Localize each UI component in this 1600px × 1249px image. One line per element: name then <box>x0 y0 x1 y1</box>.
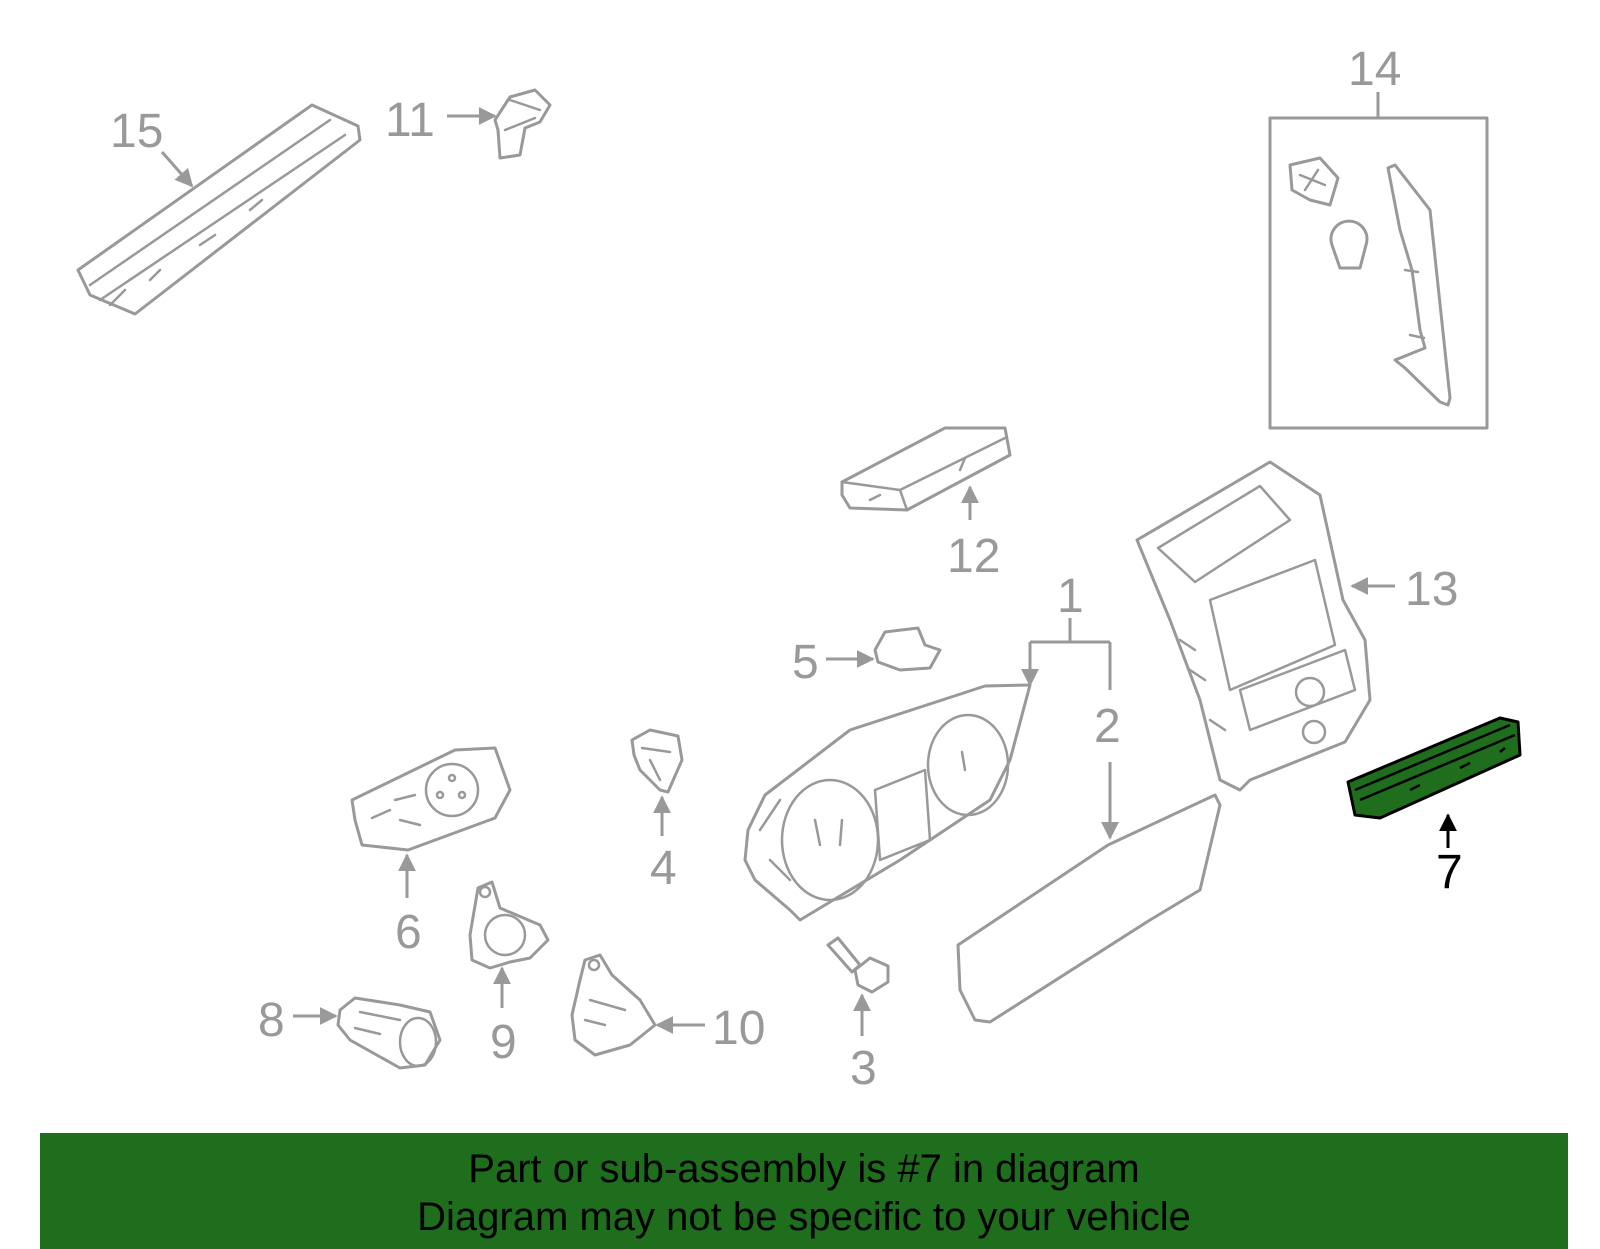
callout-5[interactable]: 5 <box>792 636 819 689</box>
info-banner: Part or sub-assembly is #7 in diagram Di… <box>40 1133 1568 1249</box>
banner-line-1: Part or sub-assembly is #7 in diagram <box>468 1147 1140 1191</box>
part-15-trim-panel[interactable] <box>76 103 362 316</box>
callout-12[interactable]: 12 <box>947 530 1000 583</box>
callout-8[interactable]: 8 <box>258 994 285 1047</box>
callout-14[interactable]: 14 <box>1348 43 1401 96</box>
banner-line-2: Diagram may not be specific to your vehi… <box>417 1195 1191 1239</box>
part-3-bolt[interactable] <box>826 936 890 994</box>
callout-9[interactable]: 9 <box>490 1016 517 1069</box>
part-14-kit-box[interactable] <box>1268 116 1489 430</box>
part-13-center-bezel[interactable] <box>1135 460 1372 792</box>
leader-15 <box>160 151 194 188</box>
part-6-headlamp-switch[interactable] <box>350 746 512 852</box>
part-10-switch-bracket[interactable] <box>570 953 657 1057</box>
part-7-switch-highlighted[interactable] <box>1346 716 1522 820</box>
part-12-module[interactable] <box>840 426 1012 512</box>
part-5-bracket[interactable] <box>873 626 942 672</box>
callout-4[interactable]: 4 <box>650 842 677 895</box>
callout-2[interactable]: 2 <box>1094 700 1121 753</box>
part-2-lens[interactable] <box>956 793 1222 1024</box>
part-4-clip[interactable] <box>630 728 684 794</box>
part-9-switch-bracket[interactable] <box>468 880 550 970</box>
callout-10[interactable]: 10 <box>712 1002 765 1055</box>
part-11-clip[interactable] <box>493 88 552 160</box>
callout-1[interactable]: 1 <box>1057 570 1084 623</box>
callout-3[interactable]: 3 <box>850 1042 877 1095</box>
callout-7[interactable]: 7 <box>1436 846 1463 899</box>
part-8-push-switch[interactable] <box>336 996 442 1070</box>
callout-15[interactable]: 15 <box>110 105 163 158</box>
part-1-instrument-cluster[interactable] <box>743 683 1032 922</box>
callout-13[interactable]: 13 <box>1405 563 1458 616</box>
callout-6[interactable]: 6 <box>395 906 422 959</box>
callout-11[interactable]: 11 <box>385 94 435 147</box>
